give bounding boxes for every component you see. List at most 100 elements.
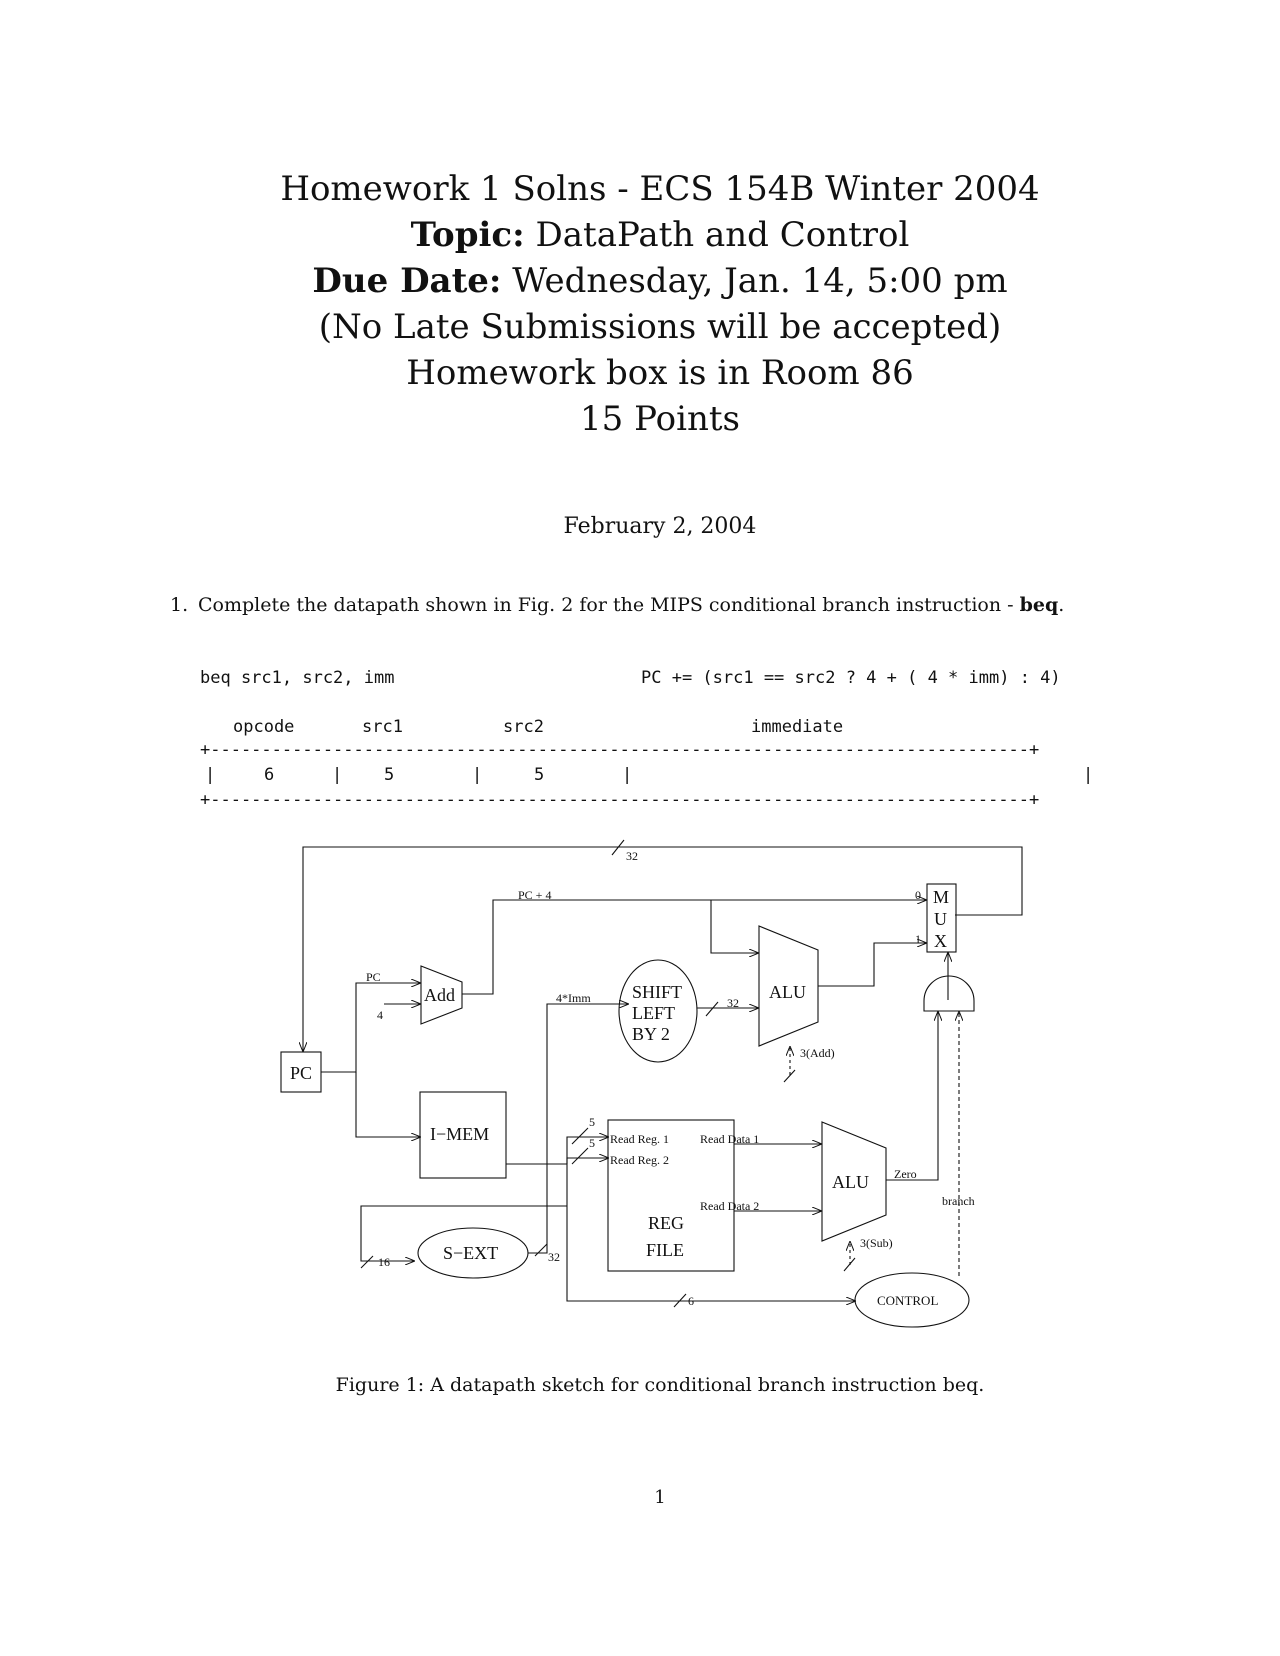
regfile-label-1: REG xyxy=(648,1213,684,1233)
wire-to-control xyxy=(566,1164,855,1301)
wire-to-readreg1 xyxy=(566,1137,608,1164)
shift-left-2 xyxy=(618,959,698,1063)
question-1: 1. Complete the datapath shown in Fig. 2 … xyxy=(170,594,1064,616)
width-slash xyxy=(571,1127,589,1145)
wire-alu-to-mux xyxy=(818,943,926,987)
topic-label: Topic: xyxy=(410,215,525,255)
format-top-border: +---------------------------------------… xyxy=(200,740,1040,760)
instruction-syntax: beq src1, src2, imm xyxy=(200,668,395,688)
homework-box-note: Homework box is in Room 86 xyxy=(406,353,914,393)
topic-value: DataPath and Control xyxy=(535,215,910,255)
width-slash xyxy=(534,1243,548,1257)
mux-label-u: U xyxy=(934,909,947,929)
alu-top-control-label: 3(Add) xyxy=(800,1046,835,1060)
width-label: 16 xyxy=(378,1255,390,1269)
width-label: 32 xyxy=(626,849,638,863)
document-date: February 2, 2004 xyxy=(563,514,757,539)
width-slash xyxy=(571,1147,589,1165)
alu-top xyxy=(758,925,819,1047)
format-bottom-border: +---------------------------------------… xyxy=(200,790,1040,810)
width-slash xyxy=(360,1255,374,1269)
adder xyxy=(420,965,463,1025)
question-term: beq xyxy=(1019,594,1059,616)
read-reg-2: Read Reg. 2 xyxy=(610,1153,669,1167)
alu-top-label: ALU xyxy=(769,982,806,1002)
register-file xyxy=(607,1119,735,1272)
format-divider: | xyxy=(205,765,216,785)
regfile-label-2: FILE xyxy=(646,1240,684,1260)
format-divider: | xyxy=(332,765,343,785)
width-opcode: 6 xyxy=(264,765,275,785)
alu-bottom-control-label: 3(Sub) xyxy=(860,1236,893,1250)
wire-pc-plus-4 xyxy=(462,900,926,995)
mux-input-1: 1 xyxy=(915,932,921,946)
sext-label: S−EXT xyxy=(443,1243,498,1263)
topic-line: Topic: DataPath and Control xyxy=(0,212,1280,258)
read-data-1: Read Data 1 xyxy=(700,1132,759,1146)
width-label: 5 xyxy=(589,1115,595,1129)
points: 15 Points xyxy=(580,399,740,439)
width-label: 5 xyxy=(589,1136,595,1150)
width-slash xyxy=(783,1069,796,1083)
field-src1: src1 xyxy=(362,717,403,737)
const-4-label: 4 xyxy=(377,1008,383,1022)
wire-to-sext xyxy=(360,1205,567,1261)
title-block: Homework 1 Solns - ECS 154B Winter 2004 … xyxy=(0,166,1280,442)
width-src1: 5 xyxy=(384,765,395,785)
wire-pc-to-add xyxy=(321,983,420,1073)
adder-label: Add xyxy=(424,985,455,1005)
width-slash xyxy=(705,1001,719,1017)
wire-sext-out xyxy=(528,1004,628,1254)
mux-input-0: 0 xyxy=(915,888,921,902)
pc-plus-4-label: PC + 4 xyxy=(518,888,551,902)
due-label: Due Date: xyxy=(312,261,502,301)
format-divider: | xyxy=(622,765,633,785)
instruction-memory xyxy=(419,1091,507,1179)
width-slash xyxy=(611,839,625,856)
format-divider: | xyxy=(472,765,483,785)
read-reg-1: Read Reg. 1 xyxy=(610,1132,669,1146)
width-src2: 5 xyxy=(534,765,545,785)
mux-label-x: X xyxy=(934,931,947,951)
width-slash xyxy=(843,1257,856,1272)
field-opcode: opcode xyxy=(233,717,295,737)
width-slash xyxy=(673,1293,687,1308)
question-number: 1. xyxy=(170,594,189,616)
width-label: 32 xyxy=(548,1250,560,1264)
page-number: 1 xyxy=(654,1487,666,1508)
alu-bottom-label: ALU xyxy=(832,1172,869,1192)
pc-register-label: PC xyxy=(290,1063,312,1083)
and-gate xyxy=(923,975,975,1012)
control-unit xyxy=(854,1272,970,1328)
four-imm-label: 4*Imm xyxy=(556,991,591,1005)
shift-label-2: LEFT xyxy=(632,1003,675,1023)
pc-wire-label: PC xyxy=(366,970,381,984)
branch-label: branch xyxy=(942,1194,975,1208)
format-divider: | xyxy=(1083,765,1094,785)
read-data-2: Read Data 2 xyxy=(700,1199,759,1213)
width-label: 32 xyxy=(727,996,739,1010)
due-value: Wednesday, Jan. 14, 5:00 pm xyxy=(512,261,1008,301)
wire-zero-to-and xyxy=(886,1012,938,1181)
mux-label-m: M xyxy=(933,887,949,907)
due-date-line: Due Date: Wednesday, Jan. 14, 5:00 pm xyxy=(0,258,1280,304)
field-immediate: immediate xyxy=(751,717,844,737)
question-end: . xyxy=(1058,594,1065,616)
wire-to-readreg2 xyxy=(566,1158,608,1164)
field-src2: src2 xyxy=(503,717,544,737)
mux xyxy=(926,883,957,953)
wire-mux-to-pc xyxy=(303,846,1023,1051)
imem-label: I−MEM xyxy=(430,1124,489,1144)
question-text: Complete the datapath shown in Fig. 2 fo… xyxy=(198,594,1014,616)
page-title: Homework 1 Solns - ECS 154B Winter 2004 xyxy=(280,169,1040,209)
instruction-semantics: PC += (src1 == src2 ? 4 + ( 4 * imm) : 4… xyxy=(641,668,1061,688)
figure-caption: Figure 1: A datapath sketch for conditio… xyxy=(335,1374,985,1396)
shift-label-1: SHIFT xyxy=(632,982,682,1002)
shift-label-3: BY 2 xyxy=(632,1024,670,1044)
width-label: 6 xyxy=(688,1294,694,1308)
control-label: CONTROL xyxy=(877,1293,938,1308)
late-note: (No Late Submissions will be accepted) xyxy=(318,307,1002,347)
wire-pc-to-imem xyxy=(355,1072,420,1137)
zero-label: Zero xyxy=(894,1167,917,1181)
